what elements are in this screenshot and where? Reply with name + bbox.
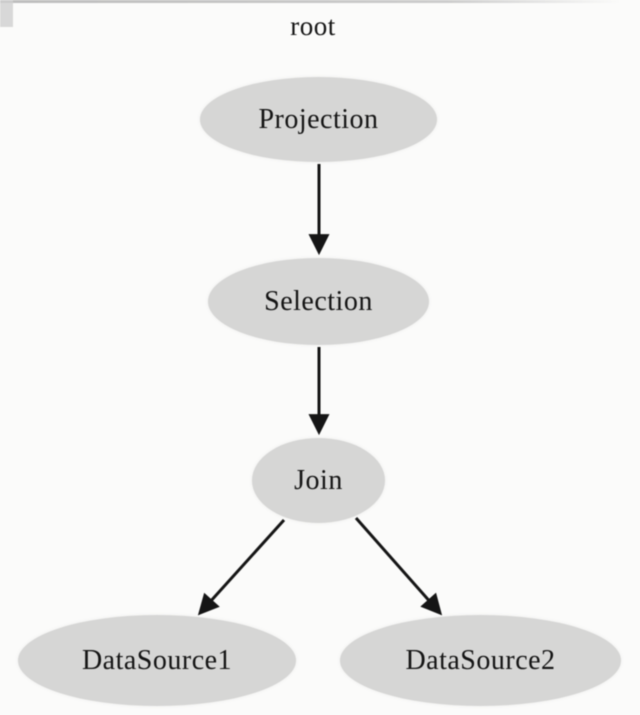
node-projection: Projection xyxy=(200,77,437,162)
node-selection: Selection xyxy=(208,258,429,345)
node-datasource2: DataSource2 xyxy=(340,615,621,706)
node-datasource1: DataSource1 xyxy=(18,615,296,706)
scan-artifact-corner xyxy=(0,0,13,27)
graph-title: root xyxy=(290,11,336,41)
scan-artifact-topline xyxy=(0,0,640,3)
edge-join-datasource1 xyxy=(197,518,286,616)
node-join: Join xyxy=(252,438,385,523)
edge-join-datasource2 xyxy=(354,517,443,616)
